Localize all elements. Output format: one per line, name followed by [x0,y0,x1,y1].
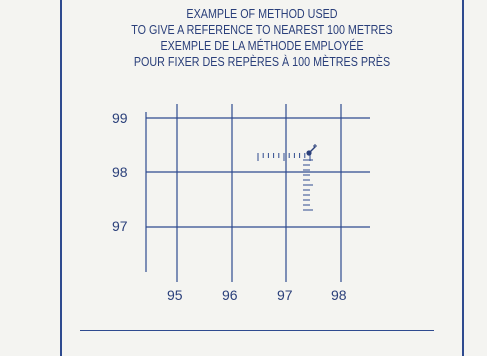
northing-label-97: 97 [112,218,128,234]
easting-label-96: 96 [222,287,238,303]
title-line-4: POUR FIXER DES REPÈRES À 100 MÈTRES PRÈS [133,55,391,69]
title-line-2: TO GIVE A REFERENCE TO NEAREST 100 METRE… [131,23,393,37]
reference-point [306,144,317,156]
title-line-3: EXEMPLE DE LA MÉTHODE EMPLOYÉE [160,39,364,53]
northing-label-98: 98 [112,164,128,180]
easting-label-97: 97 [277,287,293,303]
easting-label-95: 95 [167,287,183,303]
grid-diagram: 99 98 97 95 96 97 98 [112,104,370,303]
tenths-scale [257,153,313,211]
title-line-1: EXAMPLE OF METHOD USED [186,7,338,21]
bottom-rule [80,330,434,331]
page-frame [60,0,464,356]
easting-label-98: 98 [331,287,347,303]
title-block: EXAMPLE OF METHOD USED TO GIVE A REFEREN… [90,6,434,70]
northing-label-99: 99 [112,110,128,126]
